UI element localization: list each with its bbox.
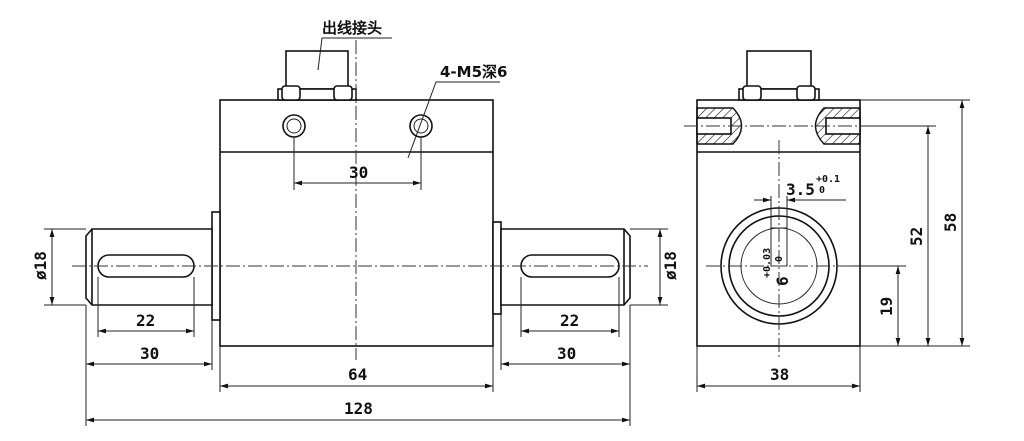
dim-keyway-depth-tol-upper: +0.03 [762,248,773,278]
dim-body-width: 38 [770,365,789,384]
side-connector [738,50,820,101]
shaft-left [85,228,213,306]
dim-overall-length: 128 [344,399,373,418]
dim-shaft-dia-left: ø18 [31,251,50,280]
dim-keyway-left: 22 [136,311,155,330]
dim-shaft-length-right: 30 [557,344,576,363]
dim-shaft-dia-right: ø18 [661,251,680,280]
dim-keyway-width: 3.5 [786,180,815,199]
dim-keyway-right: 22 [560,311,579,330]
shaft-right [500,228,631,306]
dimension-lines-front [49,180,663,423]
side-view: 38 58 52 19 3.5 +0.1 0 6 +0.03 0 [684,50,970,392]
leader-holes [407,81,500,159]
dim-shaft-length-left: 30 [140,344,159,363]
dim-keyway-width-tol-upper: +0.1 [816,174,840,185]
label-threaded-holes: 4-M5深6 [440,63,507,81]
dim-center-height: 52 [907,227,926,246]
dim-hole-spacing: 30 [349,163,368,182]
leader-connector [317,37,392,71]
dim-keyway-width-tol-lower: 0 [819,185,825,196]
dimension-lines-side [697,100,965,389]
cable-connector [277,50,357,101]
dim-base-height: 19 [877,297,896,316]
dim-keyway-depth-tol-lower: 0 [774,256,785,262]
dim-keyway-depth: 6 [773,276,792,286]
label-cable-connector: 出线接头 [322,19,382,37]
dim-body-length: 64 [348,365,367,384]
dim-total-height: 58 [941,213,960,232]
front-view: 出线接头 4-M5深6 30 22 22 30 30 64 128 ø18 ø1… [31,19,680,426]
flange-right [492,221,502,315]
